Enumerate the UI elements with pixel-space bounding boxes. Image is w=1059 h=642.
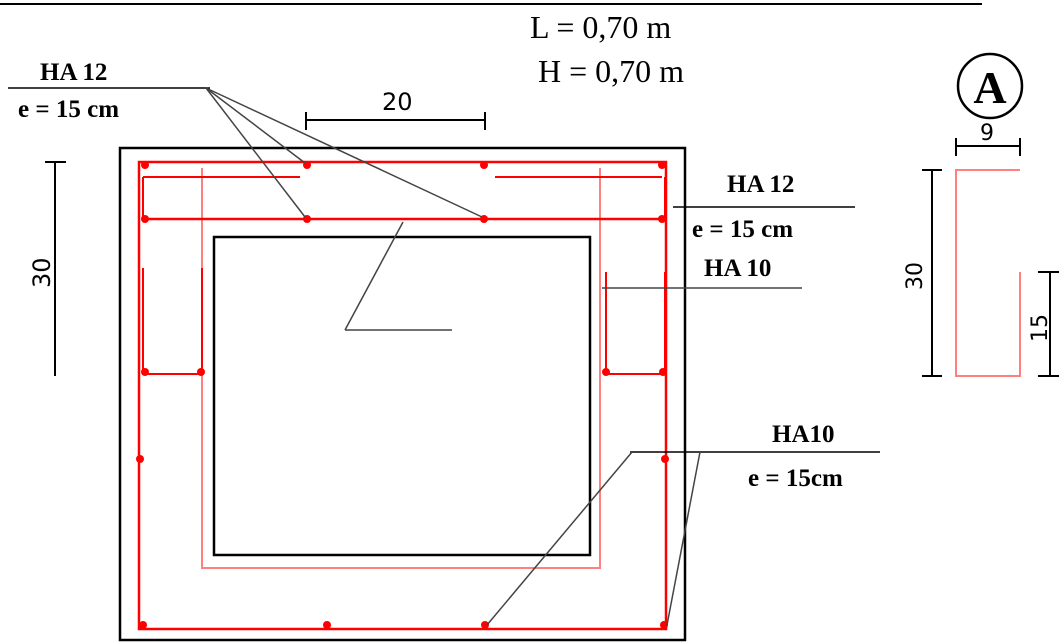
inner-opening-outline [212, 235, 592, 557]
rebar-dot [602, 368, 610, 376]
concrete-outer-outline [118, 146, 687, 642]
rebar-dot [141, 368, 149, 376]
callout-top-left-bar: HA 12 [40, 59, 107, 86]
detail-marker-circle [956, 52, 1024, 120]
detail-width-dimension [955, 138, 1021, 156]
callout-right-lower-leaders [486, 451, 701, 626]
callout-top-left-leaders [205, 87, 483, 218]
detail-marker-label: A [973, 62, 1006, 113]
outer-rebar-cage [137, 160, 668, 631]
callout-right-lower-spacing: e = 15cm [748, 465, 843, 492]
inner-leader [344, 221, 452, 331]
detail-lower-dimension [1038, 271, 1059, 377]
rebar-dot [323, 621, 331, 629]
dimension-left-height [45, 161, 66, 376]
dimension-top-span-label: 20 [382, 88, 413, 116]
detail-height-label: 30 [903, 262, 928, 290]
height-label: H = 0,70 m [538, 53, 684, 89]
length-label: L = 0,70 m [530, 9, 671, 45]
rebar-dot [658, 161, 666, 169]
callout-right-upper-spacing: e = 15 cm [692, 216, 793, 243]
rebar-dot [659, 368, 667, 376]
rebar-dot [481, 621, 489, 629]
callout-right-upper-bar: HA 12 [727, 171, 794, 198]
callout-right-lower-bar: HA10 [772, 421, 835, 448]
inner-rebar-cage [201, 168, 601, 569]
left-side-stirrup [142, 268, 203, 375]
right-side-stirrup [605, 272, 666, 375]
rebar-dot [139, 621, 147, 629]
rebar-dot [480, 161, 488, 169]
callout-right-mid-bar: HA 10 [704, 255, 771, 282]
rebar-dot [141, 161, 149, 169]
detail-bar-shape [955, 169, 1021, 377]
rebar-dot [660, 621, 668, 629]
detail-width-label: 9 [980, 121, 994, 146]
rebar-dots [136, 161, 669, 629]
rebar-dot [661, 455, 669, 463]
dimension-left-height-label: 30 [28, 257, 56, 288]
callout-top-left-spacing: e = 15 cm [18, 96, 119, 123]
detail-lower-label: 15 [1028, 314, 1053, 342]
rebar-dot [197, 368, 205, 376]
rebar-dot [658, 215, 666, 223]
rebar-dot [136, 455, 144, 463]
rebar-dot [141, 215, 149, 223]
dimension-top-span [305, 112, 486, 130]
detail-height-dimension [922, 169, 942, 377]
